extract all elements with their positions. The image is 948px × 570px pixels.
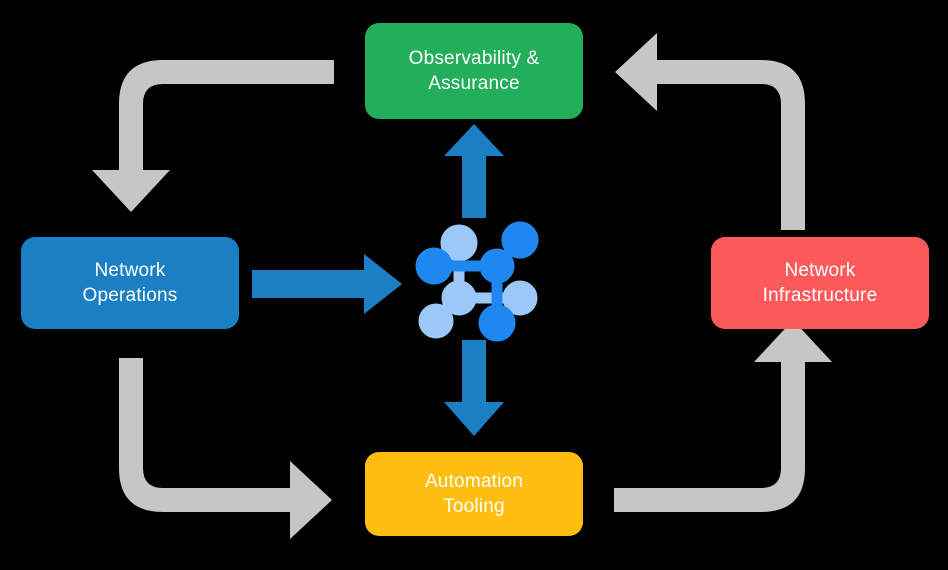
arrow-center-to-observability [444, 124, 504, 218]
node-label-infrastructure: Network Infrastructure [762, 259, 878, 306]
arrow-operations-to-center [252, 254, 402, 314]
node-automation-tooling[interactable]: Automation Tooling [365, 452, 583, 536]
arrow-observability-to-operations [92, 60, 334, 212]
node-label-automation: Automation Tooling [424, 470, 524, 517]
arrow-infrastructure-to-observability [615, 33, 805, 230]
arrow-operations-to-automation [119, 358, 332, 539]
arrow-automation-to-infrastructure [614, 320, 832, 512]
node-label-operations: Network Operations [82, 259, 178, 306]
node-network-infrastructure[interactable]: Network Infrastructure [711, 237, 929, 329]
arrow-center-to-automation [444, 340, 504, 436]
node-network-operations[interactable]: Network Operations [21, 237, 239, 329]
node-label-observability: Observability & Assurance [408, 47, 540, 94]
node-observability-assurance[interactable]: Observability & Assurance [365, 23, 583, 119]
